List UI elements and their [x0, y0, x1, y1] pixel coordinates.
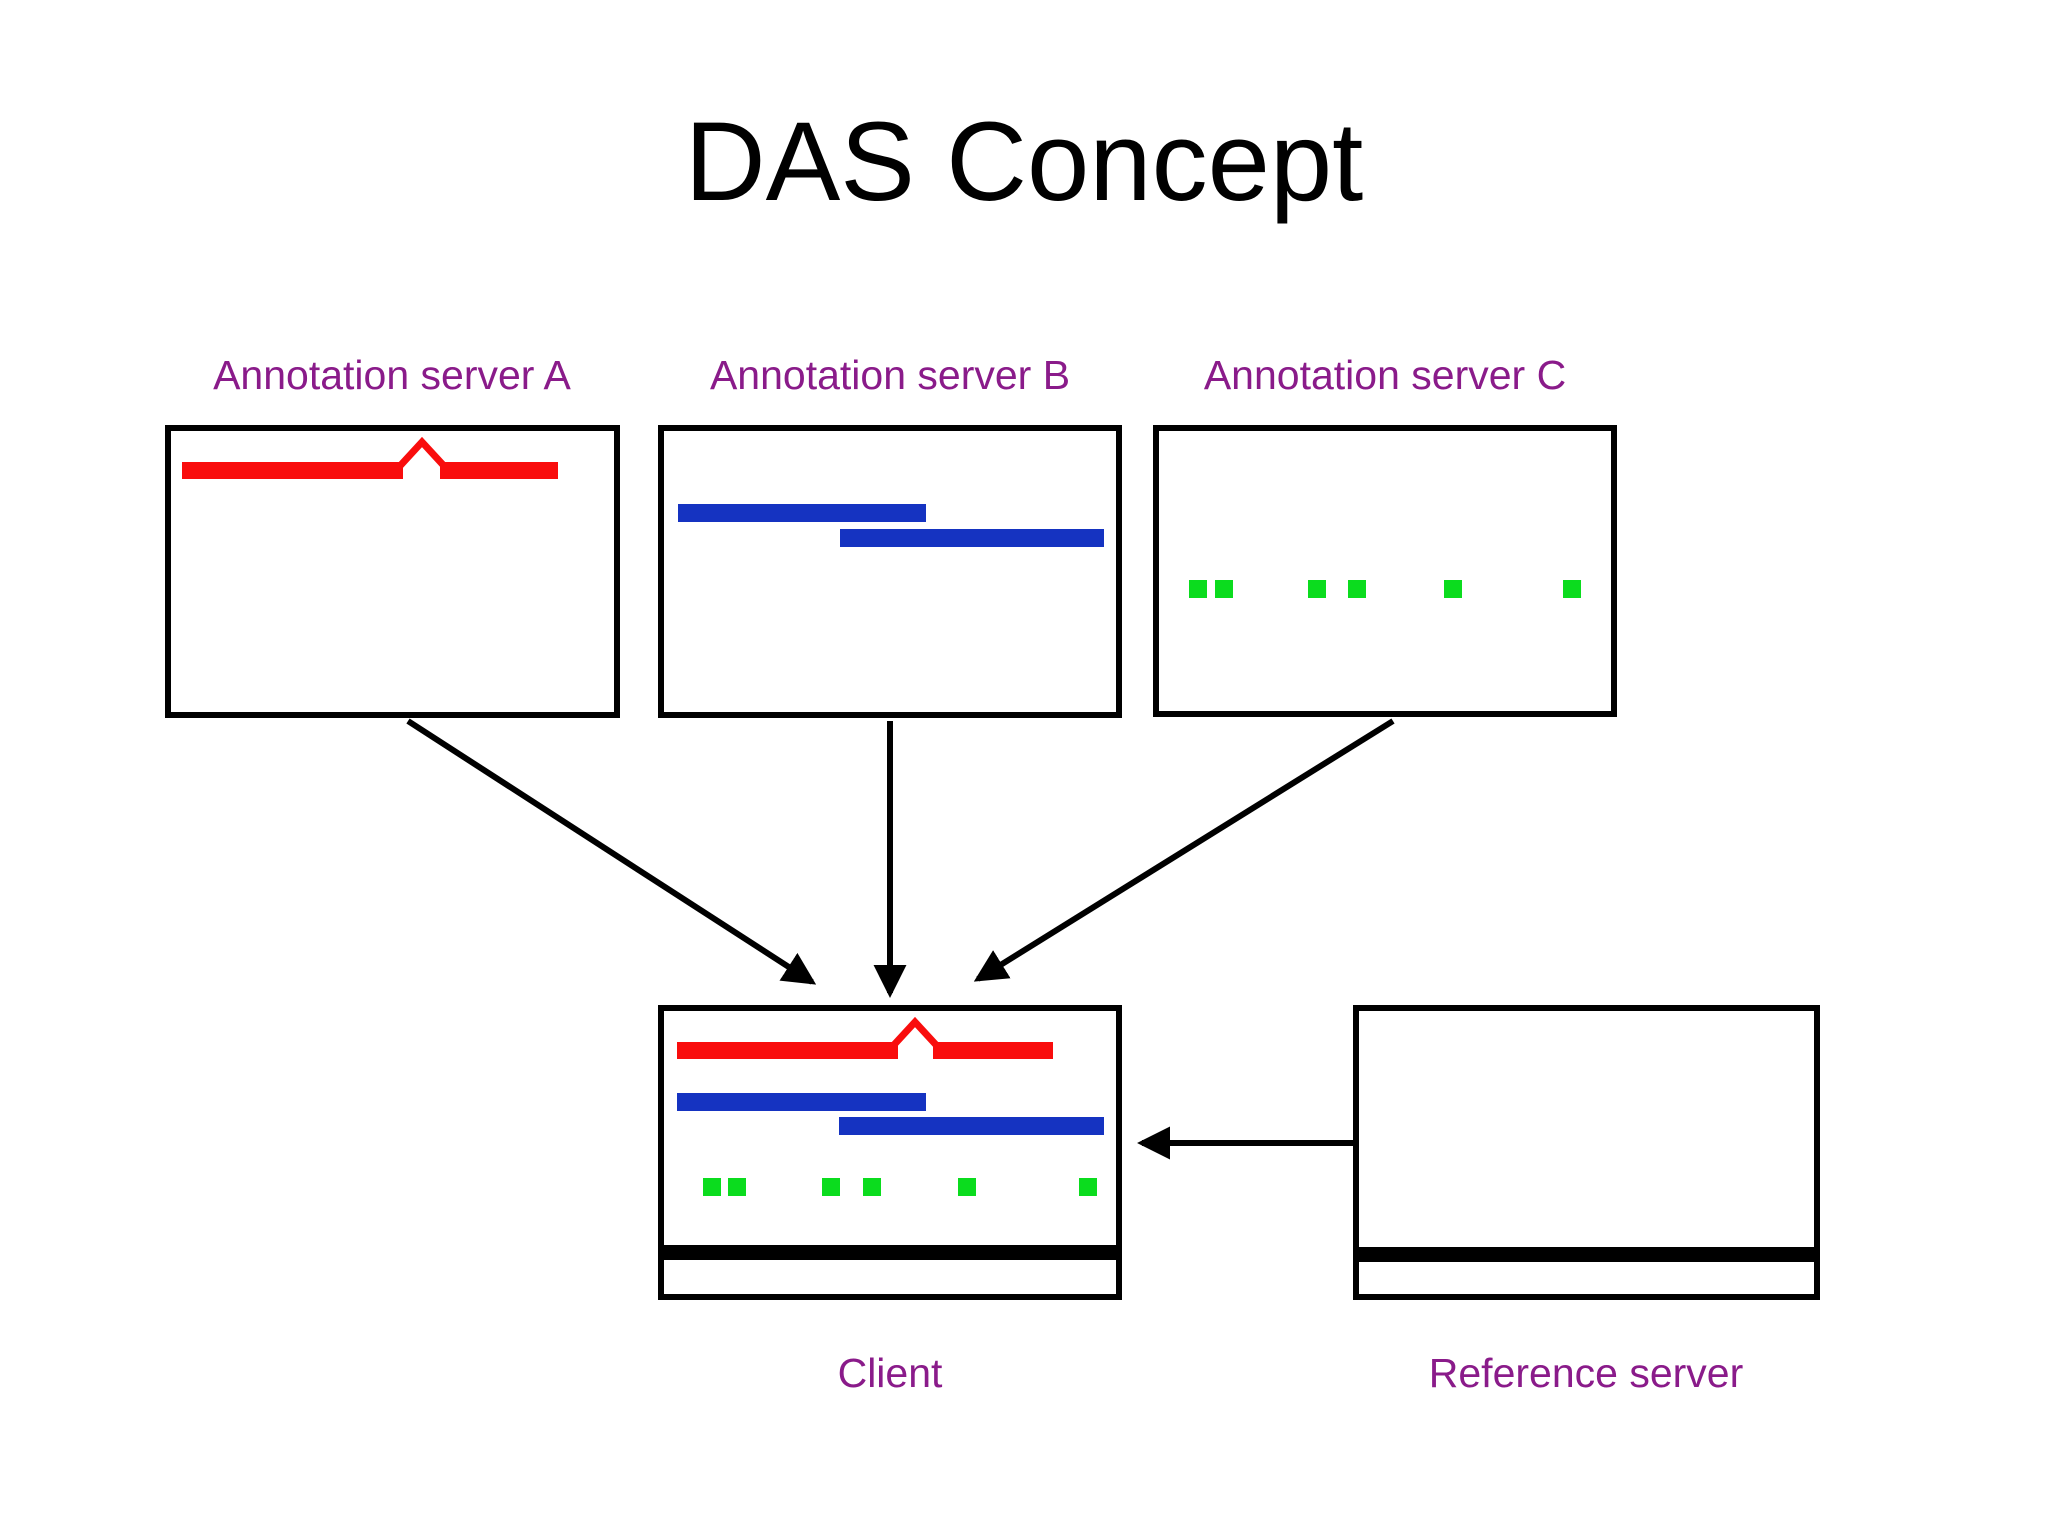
- transcript-feature-bar-1: [677, 1093, 926, 1111]
- point-feature-square: [1079, 1178, 1097, 1196]
- arrow-server-a-to-client: [406, 718, 817, 985]
- point-feature-square: [1308, 580, 1326, 598]
- sequence-track-bar: [664, 1245, 1116, 1260]
- point-feature-square: [1563, 580, 1581, 598]
- point-feature-square: [1189, 580, 1207, 598]
- gene-feature-bar-left: [677, 1042, 898, 1059]
- sequence-track-bar: [1359, 1247, 1814, 1262]
- arrow-server-c-to-client: [973, 718, 1395, 982]
- point-feature-square: [958, 1178, 976, 1196]
- intron-caret-icon: [396, 436, 448, 469]
- point-feature-square: [1215, 580, 1233, 598]
- point-feature-square: [1348, 580, 1366, 598]
- server-a-box: [165, 425, 620, 718]
- gene-feature-bar-right: [440, 462, 558, 479]
- server-c-box: [1153, 425, 1617, 717]
- client-label: Client: [837, 1350, 943, 1396]
- server-c-label: Annotation server C: [1203, 352, 1567, 398]
- intron-caret-icon: [889, 1016, 941, 1049]
- gene-feature-bar-left: [182, 462, 403, 479]
- transcript-feature-bar-2: [839, 1117, 1104, 1135]
- server-a-label: Annotation server A: [213, 352, 571, 398]
- transcript-feature-bar-2: [840, 529, 1104, 547]
- point-feature-square: [728, 1178, 746, 1196]
- gene-feature-bar-right: [933, 1042, 1053, 1059]
- client-box: [658, 1005, 1122, 1300]
- server-b-box: [658, 425, 1122, 718]
- server-b-label: Annotation server B: [709, 352, 1071, 398]
- reference-server-label: Reference server: [1428, 1350, 1744, 1396]
- point-feature-square: [703, 1178, 721, 1196]
- point-feature-square: [1444, 580, 1462, 598]
- point-feature-square: [863, 1178, 881, 1196]
- reference-server-box: [1353, 1005, 1820, 1300]
- point-feature-square: [822, 1178, 840, 1196]
- page-title: DAS Concept: [684, 99, 1364, 224]
- transcript-feature-bar-1: [678, 504, 926, 522]
